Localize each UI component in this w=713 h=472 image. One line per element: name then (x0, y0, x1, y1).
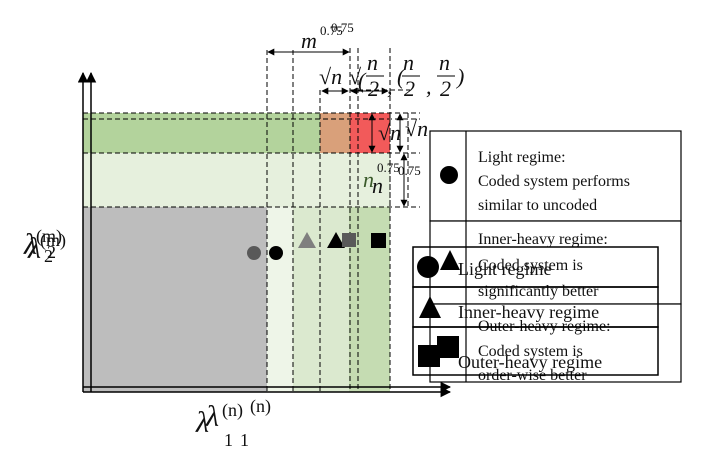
legend-lower-light-marker (417, 256, 439, 278)
svg-text:(n): (n) (222, 400, 243, 421)
svg-text:2: 2 (440, 76, 451, 101)
top-green-band (83, 113, 320, 153)
svg-text:2: 2 (47, 242, 56, 262)
legend-inner-line3: significantly better (478, 283, 599, 300)
svg-text:1: 1 (240, 430, 249, 450)
legend-outer-line2: Coded system is (478, 343, 583, 360)
inner-column-region (267, 207, 293, 392)
svg-text:√: √ (349, 64, 362, 89)
legend-lower-inner-marker-a (440, 250, 460, 270)
gray-region (83, 207, 267, 392)
m-exponent-annotation: m 0.75 0.75 (301, 20, 354, 53)
svg-text:m: m (301, 28, 317, 53)
svg-text:,: , (426, 74, 432, 99)
outer-regime-marker-gray (342, 233, 356, 247)
x-axis-label: λ λ 1 1 (n) (n) (195, 396, 271, 450)
legend-lower-inner-marker-b (419, 296, 441, 318)
chart-markers (247, 232, 386, 260)
light-regime-marker (269, 246, 283, 260)
svg-text:√n: √n (405, 116, 428, 141)
inner-regime-marker (327, 232, 345, 248)
svg-text:λ: λ (23, 228, 37, 261)
svg-text:1: 1 (224, 430, 233, 450)
legend-light-line1: Light regime: (478, 149, 566, 166)
svg-text:0.75: 0.75 (398, 163, 421, 178)
mid-column-region (293, 207, 349, 392)
svg-text:λ: λ (27, 232, 41, 265)
svg-text:n: n (372, 173, 383, 198)
right-sqrt-annotation: √n √n (378, 116, 428, 145)
svg-text:(m): (m) (36, 226, 62, 247)
svg-text:(m): (m) (40, 230, 66, 251)
svg-text:√n: √n (378, 120, 401, 145)
svg-text:n: n (403, 50, 414, 75)
svg-text:0.75: 0.75 (377, 160, 400, 175)
orange-band-cell (320, 113, 350, 153)
svg-text:λ: λ (205, 400, 219, 433)
legend-light-line3: similar to uncoded (478, 197, 597, 214)
svg-text:2: 2 (368, 76, 379, 101)
svg-text:0.75: 0.75 (320, 23, 343, 38)
legend-lower-outer-marker-a (418, 345, 440, 367)
n-exponent-annotation: n n 0.75 0.75 (363, 160, 421, 198)
svg-text:,: , (387, 74, 393, 99)
svg-text:n: n (367, 50, 378, 75)
svg-text:2: 2 (404, 76, 415, 101)
dashed-guides (83, 48, 420, 392)
axes (77, 71, 452, 398)
legend-light-marker (440, 166, 458, 184)
svg-text:n: n (439, 50, 450, 75)
sqrt-n-annotation: √n √ ( n 2 , ( n 2 , n 2 ) (319, 50, 464, 101)
svg-text:(n): (n) (250, 396, 271, 417)
svg-text:n: n (363, 167, 374, 192)
light-regime-marker-gray (247, 246, 261, 260)
legend-lower-outer-marker-b (437, 336, 459, 358)
legend-inner-line2: Coded system is (478, 257, 583, 274)
y-axis-label: λ λ 2 2 (m) (m) (23, 226, 66, 266)
outer-regime-marker (371, 233, 386, 248)
legend-lower: Light regime Inner-heavy regime Outer-he… (412, 246, 659, 376)
inner-regime-marker-gray (298, 232, 316, 248)
svg-text:2: 2 (44, 246, 53, 266)
legend-upper: Light regime: Coded system performs simi… (429, 130, 682, 384)
legend-light-line2: Coded system performs (478, 173, 630, 190)
svg-text:√n: √n (319, 64, 342, 89)
svg-text:(: ( (358, 68, 367, 93)
legend-lower-inner: Inner-heavy regime (458, 302, 599, 322)
light-green-region (83, 153, 390, 207)
svg-text:): ) (455, 64, 464, 89)
legend-lower-outer: Outer-heavy regime (458, 352, 602, 372)
legend-inner-line1: Inner-heavy regime: (478, 231, 608, 248)
legend-lower-light: Light regime (458, 259, 551, 279)
svg-text:λ: λ (195, 406, 209, 439)
dimension-arrows (267, 48, 408, 207)
svg-text:(: ( (397, 64, 406, 89)
svg-text:0.75: 0.75 (331, 20, 354, 35)
